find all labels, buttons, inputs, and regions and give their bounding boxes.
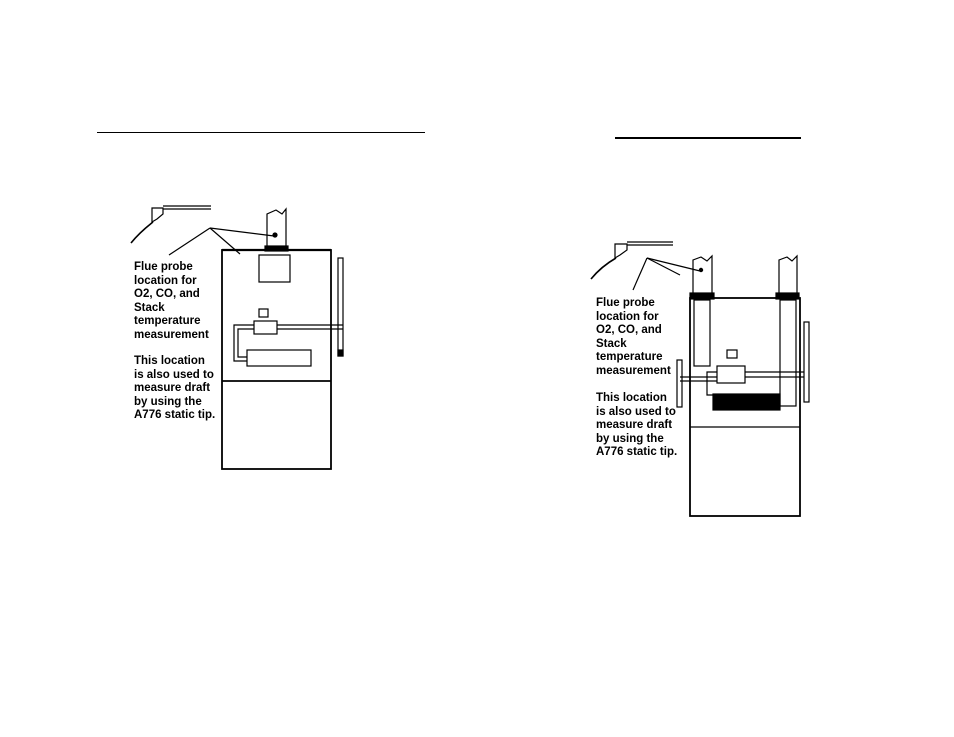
right-pointer-line-2 [647,258,680,275]
right-vent-column-right [780,300,796,406]
right-pointer-line-3 [647,258,700,271]
right-probe-location-label: Flue probe location for O2, CO, and Stac… [596,297,706,379]
right-pointer-line-1 [633,258,647,290]
left-draft-location-label: This location is also used to measure dr… [134,355,244,423]
right-flue-pipe-left [693,256,712,295]
right-valve-cap [727,350,737,358]
right-probe-hole [699,268,702,271]
right-gas-valve [717,366,745,383]
right-probe-handle [591,258,616,279]
right-draft-location-label: This location is also used to measure dr… [596,392,706,460]
left-probe-location-label: Flue probe location for O2, CO, and Stac… [134,261,244,343]
right-flue-pipe-right [779,256,797,295]
right-burner [713,394,780,410]
right-side-pipe-right [804,322,809,402]
right-manifold [707,372,717,395]
right-probe-head [615,244,627,258]
